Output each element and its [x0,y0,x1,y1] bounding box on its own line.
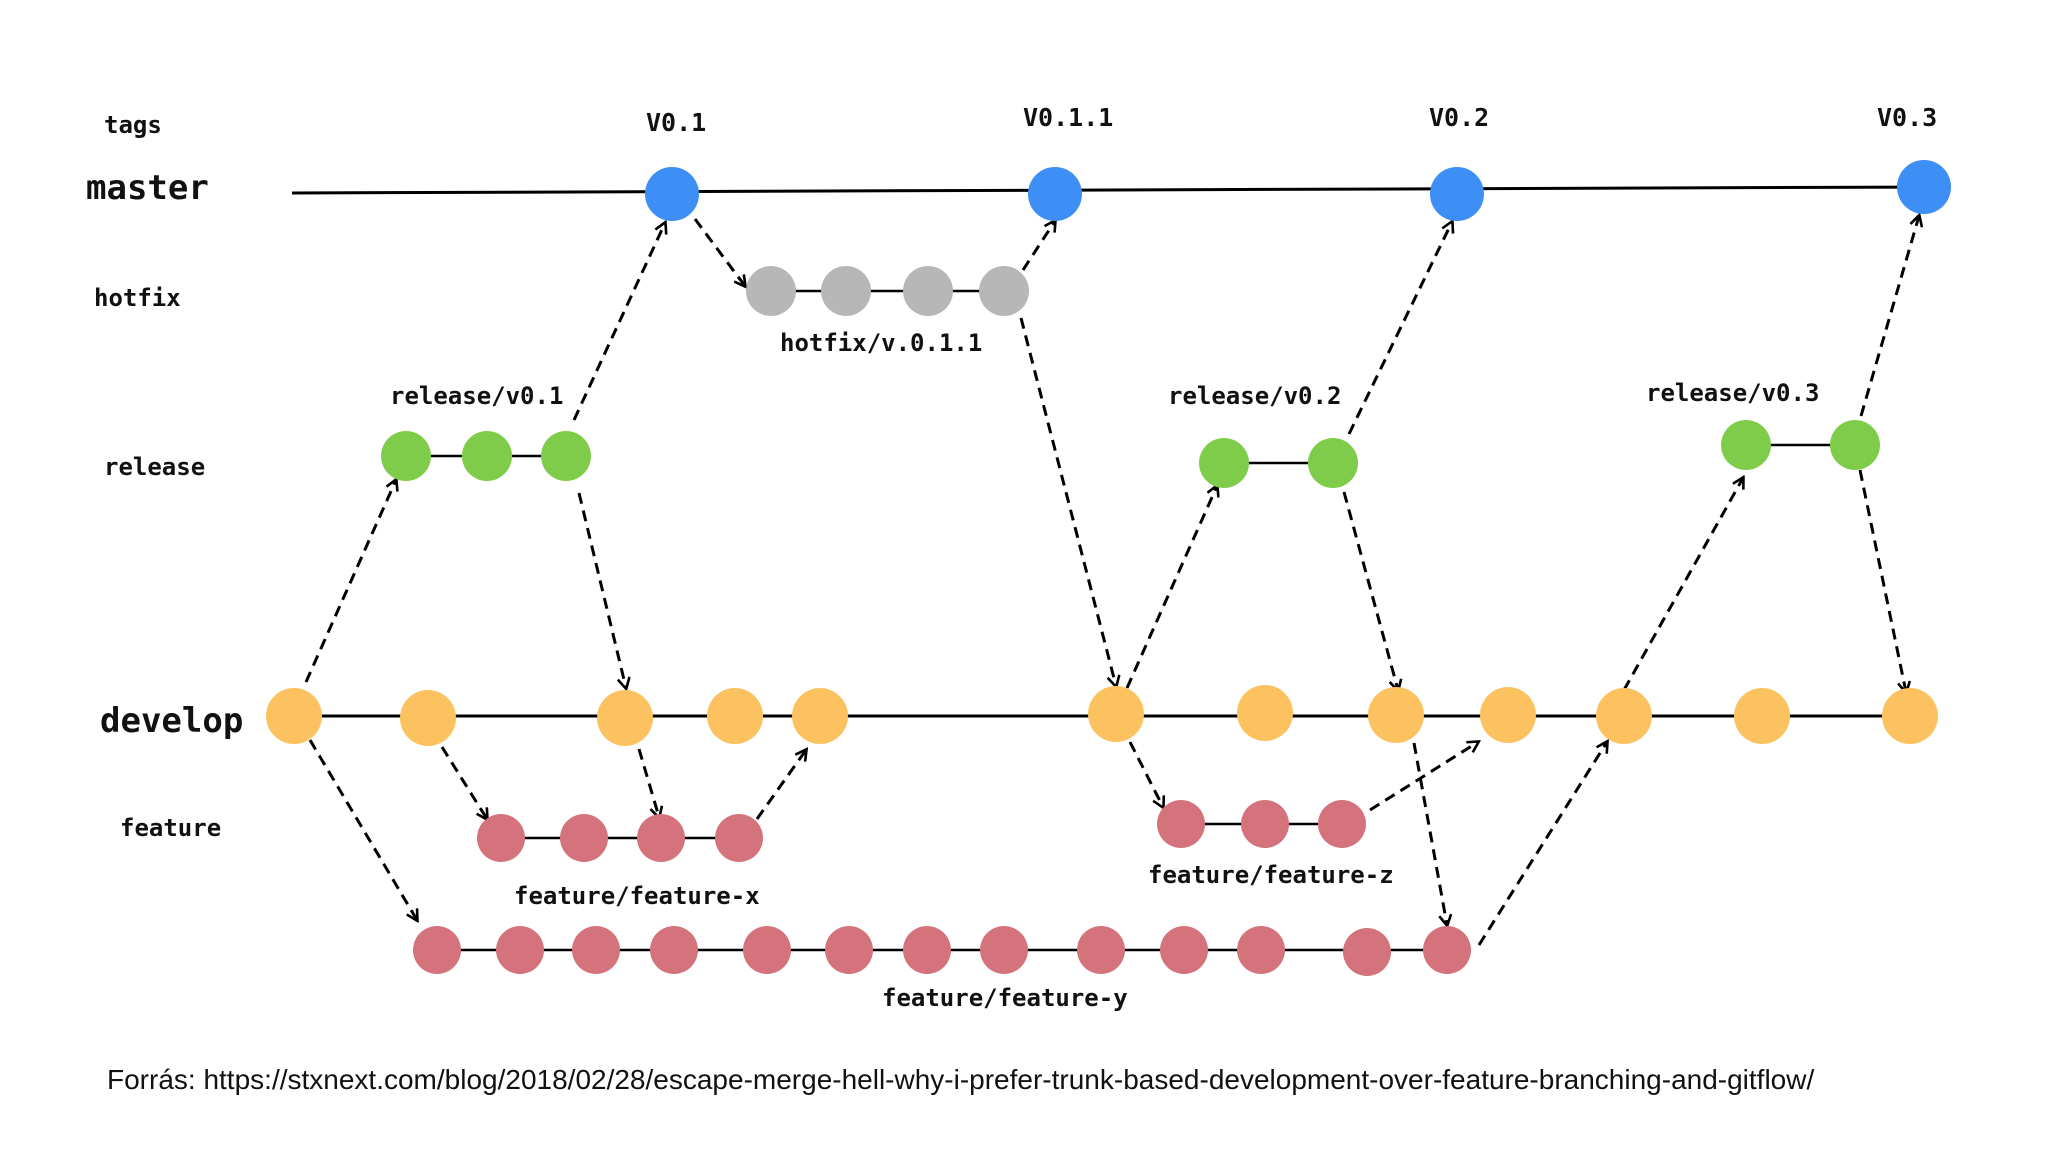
tag-label-v0-3: V0.3 [1877,103,1937,132]
branch-label-release-v01: release/v0.1 [390,382,563,410]
feature-commit [980,926,1028,974]
feature-commit [903,926,951,974]
master-commit [1028,167,1082,221]
feature-commit [1157,800,1205,848]
develop-commit [1882,688,1938,744]
master-line [291,185,1927,195]
master-commit [1430,167,1484,221]
lane-label-release: release [104,453,205,481]
master-commit [1897,160,1951,214]
feature-commit [743,926,791,974]
flow-arrow [1342,491,1398,690]
lane-label-develop: develop [100,701,243,741]
flow-arrows [304,216,1919,946]
feature-commit [413,926,461,974]
release-commit [1199,438,1249,488]
source-caption: Forrás: https://stxnext.com/blog/2018/02… [107,1064,1815,1095]
flow-arrow [1622,478,1743,691]
feature-commit [825,926,873,974]
release-commit [462,431,512,481]
branch-label-feature-z: feature/feature-z [1148,861,1394,889]
flow-arrow [1412,742,1447,925]
develop-commit [597,690,653,746]
lane-label-feature: feature [120,814,221,842]
branch-label-feature-x: feature/feature-x [514,882,760,910]
develop-commit [1088,686,1144,742]
flow-arrow [1477,742,1607,946]
flow-arrow [755,750,806,820]
hotfix-commit [821,266,871,316]
flow-arrow [1369,742,1478,812]
develop-commit [1368,687,1424,743]
flow-arrow [1128,741,1163,807]
develop-commit [707,688,763,744]
feature-commit [572,926,620,974]
flow-arrow [1859,216,1919,417]
release-commit [1308,438,1358,488]
hotfix-commits [746,266,1029,316]
lane-label-tags: tags [104,111,162,139]
develop-commit [1596,688,1652,744]
branch-label-hotfix: hotfix/v.0.1.1 [780,329,982,357]
lane-label-hotfix: hotfix [94,284,181,312]
develop-commit [266,688,322,744]
develop-commit [1237,685,1293,741]
release-commit [1721,420,1771,470]
develop-commit [1734,688,1790,744]
feature-commit [650,926,698,974]
feature-commit [1237,926,1285,974]
flow-arrow [1019,317,1116,686]
branch-label-release-v03: release/v0.3 [1646,379,1819,407]
flow-arrow [572,223,665,421]
develop-commits [266,685,1938,746]
feature-commit [560,814,608,862]
feature-commit [1318,800,1366,848]
flow-arrow [1021,221,1055,271]
develop-commit [792,688,848,744]
branch-label-release-v02: release/v0.2 [1168,382,1341,410]
feature-commits [413,800,1471,976]
release-commits [381,420,1880,488]
feature-commit [1343,928,1391,976]
release-commit [381,431,431,481]
lane-label-master: master [86,168,209,208]
hotfix-commit [903,266,953,316]
feature-commit [1160,926,1208,974]
flow-arrow [1125,486,1217,689]
hotfix-commit [979,266,1029,316]
develop-commit [400,690,456,746]
flow-arrow [1858,469,1906,692]
release-commit [541,431,591,481]
release-commit [1830,420,1880,470]
feature-commit [496,926,544,974]
flow-arrow [1347,222,1452,435]
feature-commit [1241,800,1289,848]
feature-commit [715,814,763,862]
tag-label-v0-1: V0.1 [646,108,706,137]
branch-label-feature-y: feature/feature-y [882,984,1128,1012]
feature-commit [637,814,685,862]
flow-arrow [637,748,659,817]
feature-commit [1077,926,1125,974]
flow-arrow [308,739,417,920]
master-commits [645,160,1951,221]
flow-arrow [693,218,745,286]
develop-commit [1480,687,1536,743]
feature-commit [477,814,525,862]
flow-arrow [304,480,396,683]
tag-label-v0-2: V0.2 [1429,103,1489,132]
tag-label-v0-1-1: V0.1.1 [1023,103,1113,132]
feature-commit [1423,926,1471,974]
flow-arrow [577,492,626,688]
flow-arrow [440,746,487,819]
hotfix-commit [746,266,796,316]
master-commit [645,167,699,221]
